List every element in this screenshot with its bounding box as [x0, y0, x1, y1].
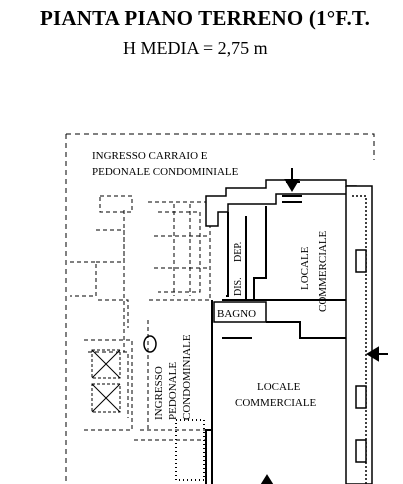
dotted-feature: [175, 419, 205, 481]
entry-arrow-right: [366, 346, 388, 362]
bagno-room: [213, 301, 267, 323]
label-ingresso-carraio-2: PEDONALE CONDOMINIALE: [92, 166, 239, 178]
label-locale-bottom-2: COMMERCIALE: [235, 397, 317, 409]
interior-walls: [205, 206, 346, 484]
label-ingresso-carraio-1: INGRESSO CARRAIO E: [92, 150, 208, 162]
label-locale-top-1: LOCALE: [299, 246, 311, 290]
label-dep: DEP.: [233, 242, 244, 262]
stair-marks: [91, 349, 121, 413]
entrance-door-symbol: [143, 335, 157, 353]
label-ingresso-ped-1: INGRESSO: [153, 366, 165, 420]
label-ingresso-ped-2: PEDONALE: [167, 362, 179, 420]
entry-arrow-top: [282, 168, 302, 203]
entry-arrow-bottom: [260, 474, 274, 484]
label-dis: DIS.: [233, 277, 244, 296]
label-locale-bottom-1: LOCALE: [257, 381, 301, 393]
label-bagno: BAGNO: [217, 308, 256, 320]
label-locale-top-2: COMMERCIALE: [317, 230, 329, 312]
entrance-partitions: [134, 320, 207, 484]
adjacent-structures: [70, 195, 211, 431]
plan-subtitle: H MEDIA = 2,75 m: [123, 38, 268, 58]
property-boundary: [65, 133, 375, 484]
label-ingresso-ped-3: CONDOMINIALE: [181, 334, 193, 420]
plan-title: PIANTA PIANO TERRENO (1°F.T.: [40, 6, 371, 30]
right-wall: [345, 185, 373, 484]
